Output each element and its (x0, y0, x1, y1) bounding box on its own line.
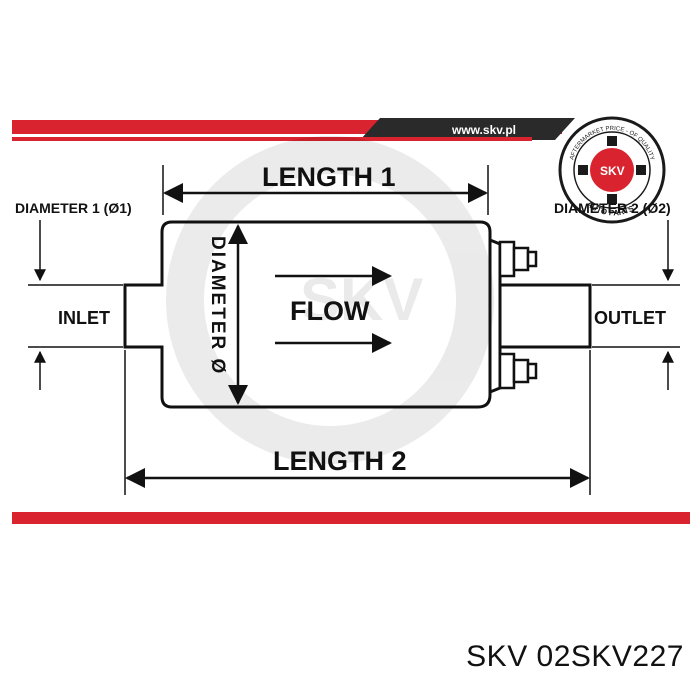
header-url: www.skv.pl (451, 123, 516, 137)
logo-brand: SKV (600, 164, 625, 178)
length2-label: LENGTH 2 (273, 446, 407, 476)
pump-outline (123, 220, 592, 409)
body-diameter-label: DIAMETER Ø (207, 236, 228, 375)
diameter2-label: DIAMETER 2 (Ø2) (554, 200, 671, 216)
diameter1-dimension (28, 220, 123, 390)
top-stripe: www.skv.pl (12, 118, 575, 141)
flow-arrows (275, 266, 392, 353)
length2-dimension (124, 350, 591, 495)
electrical-terminals (498, 240, 538, 390)
length1-label: LENGTH 1 (262, 162, 396, 192)
inlet-label: INLET (58, 308, 110, 328)
bottom-stripe (12, 512, 690, 524)
flow-label: FLOW (290, 296, 370, 326)
part-number-caption: SKV 02SKV227 (466, 640, 684, 673)
diameter1-label: DIAMETER 1 (Ø1) (15, 200, 132, 216)
outlet-label: OUTLET (594, 308, 666, 328)
length1-dimension (162, 165, 489, 215)
diameter2-dimension (592, 220, 680, 390)
skv-logo: SKV AFTERMARKET PRICE - OF QUALITY AUTO … (558, 116, 666, 224)
